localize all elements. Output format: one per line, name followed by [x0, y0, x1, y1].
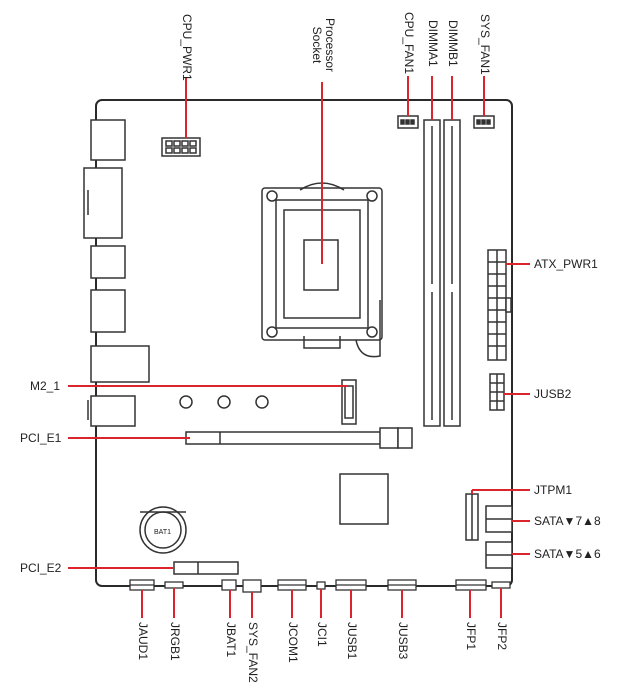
m2-slot	[179, 379, 357, 425]
processor-socket-label-line1: Processor	[323, 18, 337, 73]
jaud1-label: JAUD1	[136, 622, 150, 661]
processor-socket-label-line2: Socket	[310, 26, 324, 64]
callout-lines	[68, 76, 530, 618]
cpu-pwr1-connector	[161, 137, 201, 157]
jtpm1-header	[465, 493, 479, 541]
cmos-battery	[139, 506, 187, 554]
m2-1-label: M2_1	[30, 379, 61, 393]
cpu-pwr1-label: CPU_PWR1	[180, 14, 194, 81]
jtpm1-label: JTPM1	[534, 483, 573, 497]
pci-e2-label: PCI_E2	[20, 561, 62, 575]
jrgb1-label: JRGB1	[168, 622, 182, 661]
jusb3-label: JUSB3	[396, 622, 410, 660]
jbat1-label: JBAT1	[224, 622, 238, 658]
jusb1-label: JUSB1	[345, 622, 359, 660]
sata-connectors	[485, 505, 513, 569]
chipset	[339, 473, 389, 525]
dimm-slots	[423, 119, 461, 427]
dimmb1-label: DIMMB1	[446, 20, 460, 67]
pci-e1-slot	[185, 427, 413, 449]
sys-fan2-label: SYS_FAN2	[246, 622, 260, 683]
sata78-label: SATA▼7▲8	[534, 514, 601, 528]
sata56-label: SATA▼5▲6	[534, 547, 601, 561]
bat1-label: BAT1	[154, 529, 171, 536]
jusb2-header	[489, 373, 505, 411]
jusb2-label: JUSB2	[534, 387, 572, 401]
dimma1-label: DIMMA1	[426, 20, 440, 67]
jfp2-label: JFP2	[495, 622, 509, 651]
sys-fan1-label: SYS_FAN1	[478, 14, 492, 75]
atx-pwr1-label: ATX_PWR1	[534, 257, 598, 271]
jci1-label: JCI1	[315, 622, 329, 647]
cpu-fan1-label: CPU_FAN1	[402, 12, 416, 75]
pci-e2-slot	[173, 561, 239, 575]
processor-socket-label: Processor Socket	[310, 18, 337, 73]
jcom1-label: JCOM1	[286, 622, 300, 663]
rear-io-ports	[83, 119, 150, 427]
atx-pwr1-connector	[487, 249, 512, 361]
pci-e1-label: PCI_E1	[20, 431, 62, 445]
jfp1-label: JFP1	[464, 622, 478, 651]
